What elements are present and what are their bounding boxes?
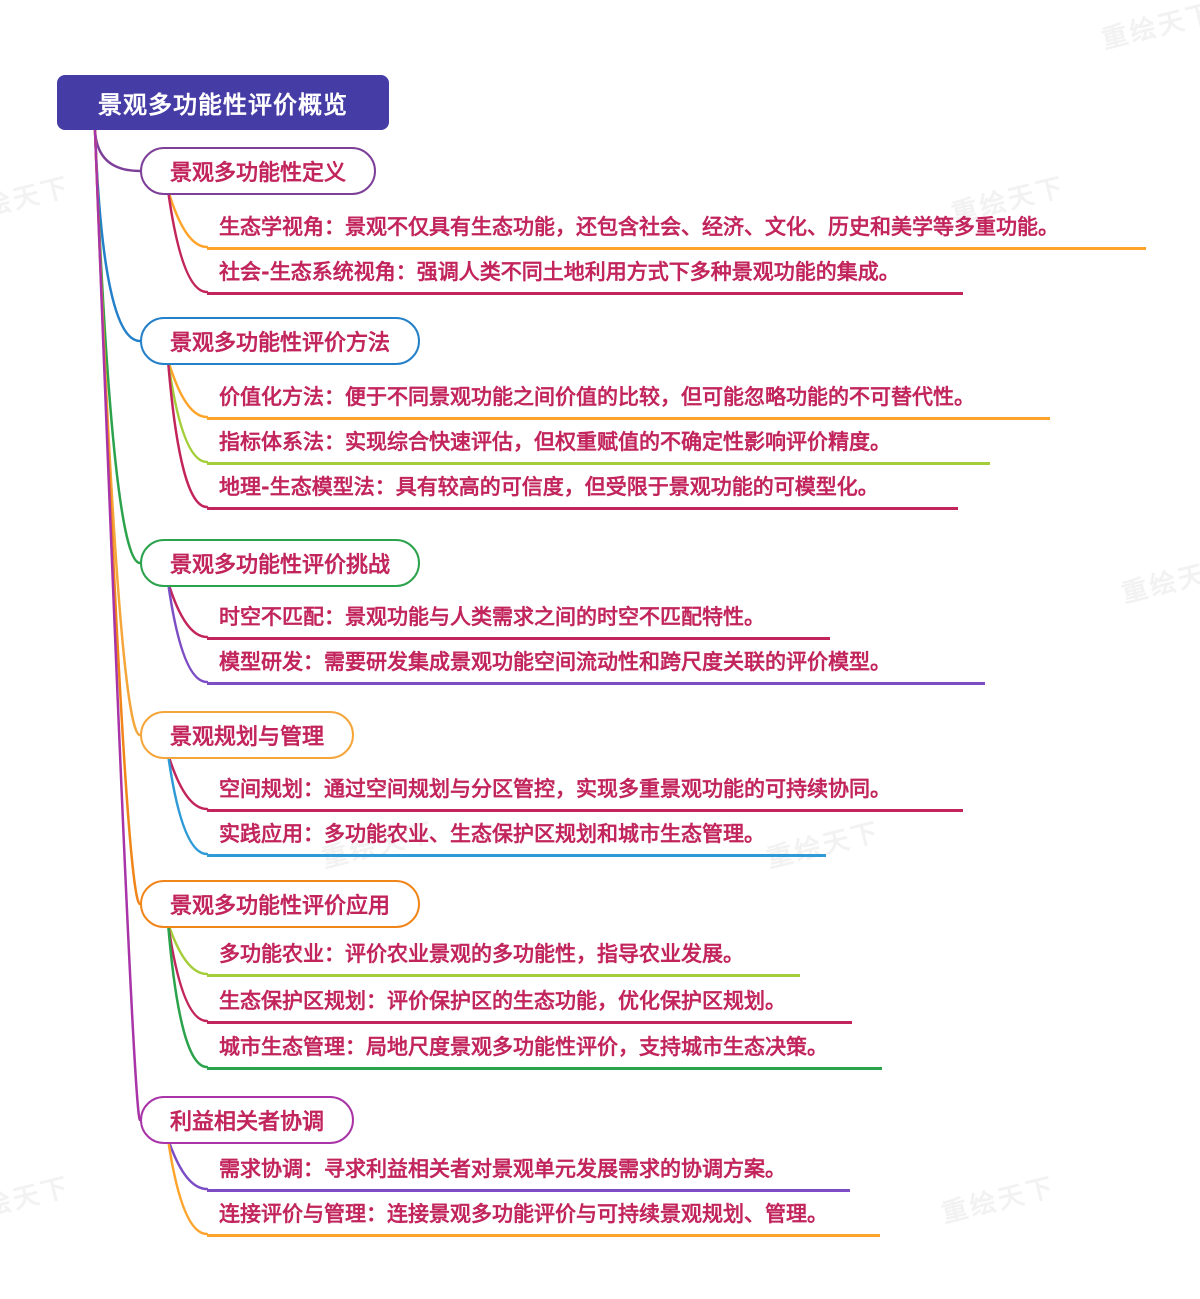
leaf-node[interactable]: 需求协调：寻求利益相关者对景观单元发展需求的协调方案。 [207, 1159, 850, 1192]
connector-root-branch-3 [93, 128, 142, 565]
leaf-node[interactable]: 空间规划：通过空间规划与分区管控，实现多重景观功能的可持续协同。 [207, 779, 963, 812]
leaf-node[interactable]: 生态学视角：景观不仅具有生态功能，还包含社会、经济、文化、历史和美学等多重功能。 [207, 217, 1146, 250]
leaf-text: 地理-生态模型法：具有较高的可信度，但受限于景观功能的可模型化。 [219, 475, 879, 499]
leaf-text: 需求协调：寻求利益相关者对景观单元发展需求的协调方案。 [219, 1157, 786, 1181]
leaf-node[interactable]: 生态保护区规划：评价保护区的生态功能，优化保护区规划。 [207, 991, 852, 1024]
leaf-text: 指标体系法：实现综合快速评估，但权重赋值的不确定性影响评价精度。 [219, 430, 891, 454]
leaf-node[interactable]: 时空不匹配：景观功能与人类需求之间的时空不匹配特性。 [207, 607, 830, 640]
leaf-text: 实践应用：多功能农业、生态保护区规划和城市生态管理。 [219, 822, 765, 846]
connector-branch5-leaf1 [166, 921, 209, 976]
root-node-label: 景观多功能性评价概览 [98, 91, 348, 119]
connector-branch4-leaf2 [166, 752, 209, 856]
leaf-text: 连接评价与管理：连接景观多功能评价与可持续景观规划、管理。 [219, 1202, 828, 1226]
branch-node-methods[interactable]: 景观多功能性评价方法 [140, 317, 421, 365]
leaf-text: 多功能农业：评价农业景观的多功能性，指导农业发展。 [219, 942, 744, 966]
leaf-node[interactable]: 地理-生态模型法：具有较高的可信度，但受限于景观功能的可模型化。 [207, 477, 958, 510]
leaf-text: 生态学视角：景观不仅具有生态功能，还包含社会、经济、文化、历史和美学等多重功能。 [219, 215, 1059, 239]
leaf-node[interactable]: 实践应用：多功能农业、生态保护区规划和城市生态管理。 [207, 824, 826, 857]
connector-branch5-leaf3 [166, 921, 209, 1069]
connector-branch2-leaf2 [166, 358, 209, 464]
leaf-text: 时空不匹配：景观功能与人类需求之间的时空不匹配特性。 [219, 605, 765, 629]
connector-branch1-leaf1 [166, 188, 209, 249]
connector-root-branch-6 [93, 128, 142, 1122]
leaf-text: 生态保护区规划：评价保护区的生态功能，优化保护区规划。 [219, 989, 786, 1013]
connector-branch2-leaf1 [166, 358, 209, 419]
branch-node-stakeholders[interactable]: 利益相关者协调 [140, 1096, 355, 1144]
leaf-text: 价值化方法：便于不同景观功能之间价值的比较，但可能忽略功能的不可替代性。 [219, 385, 975, 409]
leaf-node[interactable]: 多功能农业：评价农业景观的多功能性，指导农业发展。 [207, 944, 800, 977]
leaf-node[interactable]: 模型研发：需要研发集成景观功能空间流动性和跨尺度关联的评价模型。 [207, 652, 985, 685]
connector-branch6-leaf1 [166, 1137, 209, 1191]
leaf-node[interactable]: 连接评价与管理：连接景观多功能评价与可持续景观规划、管理。 [207, 1204, 880, 1237]
root-node[interactable]: 景观多功能性评价概览 [57, 75, 389, 130]
leaf-text: 社会-生态系统视角：强调人类不同土地利用方式下多种景观功能的集成。 [219, 260, 900, 284]
branch-node-label: 景观多功能性评价应用 [170, 894, 391, 919]
connector-branch3-leaf2 [166, 580, 209, 684]
leaf-text: 空间规划：通过空间规划与分区管控，实现多重景观功能的可持续协同。 [219, 777, 891, 801]
leaf-text: 模型研发：需要研发集成景观功能空间流动性和跨尺度关联的评价模型。 [219, 650, 891, 674]
leaf-node[interactable]: 城市生态管理：局地尺度景观多功能性评价，支持城市生态决策。 [207, 1037, 882, 1070]
connector-branch2-leaf3 [166, 358, 209, 509]
connector-root-branch-5 [93, 128, 142, 906]
leaf-text: 城市生态管理：局地尺度景观多功能性评价，支持城市生态决策。 [219, 1035, 828, 1059]
branch-node-definition[interactable]: 景观多功能性定义 [140, 147, 377, 195]
leaf-node[interactable]: 指标体系法：实现综合快速评估，但权重赋值的不确定性影响评价精度。 [207, 432, 990, 465]
connector-branch1-leaf2 [166, 188, 209, 294]
branch-node-label: 景观规划与管理 [170, 725, 325, 750]
branch-node-label: 利益相关者协调 [170, 1110, 325, 1135]
branch-node-label: 景观多功能性评价方法 [170, 331, 391, 356]
connector-branch3-leaf1 [166, 580, 209, 639]
branch-node-label: 景观多功能性评价挑战 [170, 553, 391, 578]
leaf-node[interactable]: 社会-生态系统视角：强调人类不同土地利用方式下多种景观功能的集成。 [207, 262, 963, 295]
branch-node-applications[interactable]: 景观多功能性评价应用 [140, 880, 421, 928]
connector-root-branch-1 [93, 128, 142, 173]
leaf-node[interactable]: 价值化方法：便于不同景观功能之间价值的比较，但可能忽略功能的不可替代性。 [207, 387, 1050, 420]
branch-node-challenges[interactable]: 景观多功能性评价挑战 [140, 539, 421, 587]
branch-node-planning[interactable]: 景观规划与管理 [140, 711, 355, 759]
branch-node-label: 景观多功能性定义 [170, 161, 347, 186]
connector-branch6-leaf2 [166, 1137, 209, 1236]
connector-branch4-leaf1 [166, 752, 209, 811]
connector-branch5-leaf2 [166, 921, 209, 1023]
